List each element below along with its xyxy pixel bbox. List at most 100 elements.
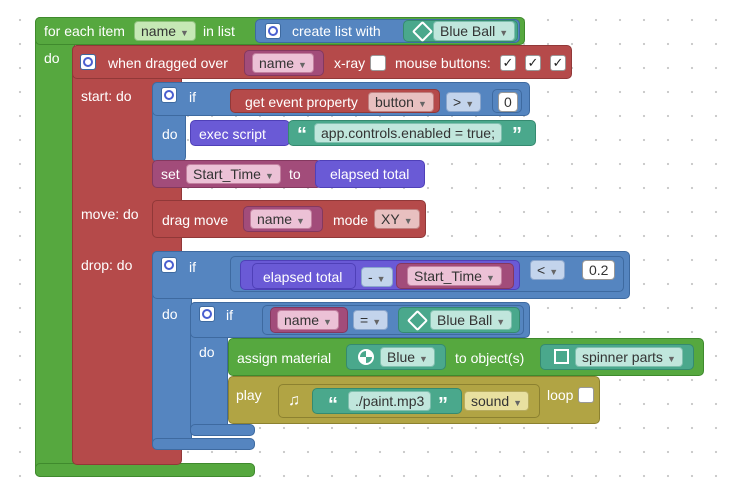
inner-object-dropdown[interactable]: Blue Ball▼: [430, 310, 513, 330]
gear-icon[interactable]: [199, 306, 215, 322]
start-compare-dropdown[interactable]: >▼: [446, 92, 482, 112]
mode-value: XY: [381, 211, 400, 227]
chevron-down-icon: ▼: [513, 398, 523, 408]
loop-label: loop: [547, 387, 574, 403]
start-time-value: Start_Time: [414, 268, 482, 284]
drag-move-label: drag move: [162, 212, 229, 228]
mouse-buttons-label: mouse buttons:: [395, 55, 491, 71]
create-list-label: create list with: [292, 23, 381, 39]
elapsed-total-block[interactable]: [315, 160, 425, 188]
gear-icon[interactable]: [80, 54, 96, 70]
drop-compare-dropdown[interactable]: <▼: [530, 260, 566, 280]
chevron-down-icon: ▼: [180, 28, 189, 38]
mouse-button-3-checkbox[interactable]: ✓: [550, 55, 566, 71]
chevron-down-icon: ▼: [496, 317, 506, 327]
inner-if-label: if: [226, 307, 233, 323]
mode-dropdown[interactable]: XY▼: [374, 209, 420, 229]
start-time-dropdown[interactable]: Start_Time▼: [407, 266, 502, 286]
threshold-field[interactable]: 0.2: [582, 260, 616, 280]
chevron-down-icon: ▼: [264, 171, 274, 181]
drop-elapsed-total-label: elapsed total: [263, 269, 343, 285]
to-objects-label: to object(s): [455, 350, 525, 366]
object-dropdown[interactable]: Blue Ball▼: [433, 21, 516, 41]
material-value: Blue: [387, 349, 416, 365]
drop-if-footer: [152, 438, 255, 450]
assign-material-label: assign material: [237, 350, 332, 366]
mode-label: mode: [333, 212, 369, 228]
script-text-field[interactable]: app.controls.enabled = true;: [314, 123, 502, 143]
inner-do-label: do: [199, 344, 215, 360]
for-each-label: for each item: [44, 23, 125, 39]
drop-compare-op: <: [537, 262, 546, 278]
subtract-op-dropdown[interactable]: -▼: [361, 267, 393, 287]
set-variable-dropdown[interactable]: Start_Time▼: [186, 164, 281, 184]
drag-event-label: when dragged over: [108, 55, 228, 71]
chevron-down-icon: ▼: [465, 99, 475, 109]
chevron-down-icon: ▼: [419, 354, 428, 364]
start-value-field[interactable]: 0: [498, 92, 518, 112]
open-quote-icon: “: [297, 124, 307, 146]
for-each-footer: [35, 463, 255, 477]
chevron-down-icon: ▼: [298, 60, 307, 70]
inner-name-dropdown[interactable]: name▼: [277, 310, 339, 330]
mouse-button-1-checkbox[interactable]: ✓: [500, 55, 516, 71]
drag-target-value: name: [259, 55, 295, 71]
close-quote-icon: ”: [438, 394, 448, 416]
to-label: to: [289, 166, 301, 182]
drop-if-label: if: [189, 259, 196, 275]
objects-dropdown[interactable]: spinner parts▼: [575, 347, 683, 367]
drag-target-dropdown[interactable]: name▼: [252, 53, 314, 73]
material-dropdown[interactable]: Blue▼: [380, 347, 435, 367]
start-compare-op: >: [453, 94, 462, 110]
chevron-down-icon: ▼: [417, 99, 427, 109]
play-label: play: [236, 387, 262, 403]
xray-checkbox[interactable]: [370, 55, 386, 71]
subtract-op-value: -: [368, 269, 373, 285]
drop-label: drop: do: [81, 257, 133, 273]
drag-move-target-value: name: [257, 211, 293, 227]
chevron-down-icon: ▼: [666, 354, 676, 364]
sound-type-value: sound: [471, 393, 510, 409]
sound-file-field[interactable]: ./paint.mp3: [348, 391, 432, 411]
exec-script-label: exec script: [199, 126, 266, 142]
open-quote-icon: “: [328, 394, 338, 416]
set-variable-value: Start_Time: [193, 166, 261, 182]
inner-name-value: name: [284, 312, 320, 328]
start-do-label: do: [162, 126, 178, 142]
start-label: start: do: [81, 88, 132, 104]
drop-elapsed-total-block[interactable]: [252, 263, 356, 289]
set-label: set: [161, 166, 180, 182]
start-if-label: if: [189, 89, 196, 105]
xray-label: x-ray: [334, 55, 366, 71]
gear-icon[interactable]: [265, 23, 281, 39]
drag-move-target-dropdown[interactable]: name▼: [250, 209, 312, 229]
gear-icon[interactable]: [161, 87, 177, 103]
sound-type-dropdown[interactable]: sound▼: [464, 391, 530, 411]
in-list-label: in list: [203, 23, 235, 39]
drop-do-label: do: [162, 306, 178, 322]
chevron-down-icon: ▼: [403, 216, 413, 226]
move-label: move: do: [81, 206, 139, 222]
chevron-down-icon: ▼: [549, 267, 559, 277]
chevron-down-icon: ▼: [296, 216, 305, 226]
chevron-down-icon: ▼: [372, 317, 382, 327]
inner-if-footer: [190, 424, 255, 436]
object-value: Blue Ball: [440, 23, 496, 39]
chevron-down-icon: ▼: [323, 317, 332, 327]
event-property-value: button: [375, 94, 414, 110]
chevron-down-icon: ▼: [499, 28, 509, 38]
chevron-down-icon: ▼: [485, 273, 495, 283]
exec-script-block[interactable]: [190, 120, 290, 146]
do-label: do: [44, 50, 60, 66]
gear-icon[interactable]: [161, 257, 177, 273]
music-note-icon: ♫: [288, 392, 300, 409]
get-event-property-label: get event property: [245, 94, 358, 110]
equals-op-dropdown[interactable]: =▼: [353, 310, 389, 330]
mouse-button-2-checkbox[interactable]: ✓: [525, 55, 541, 71]
elapsed-total-label: elapsed total: [330, 166, 410, 182]
event-property-dropdown[interactable]: button▼: [368, 92, 434, 112]
loop-variable-dropdown[interactable]: name▼: [134, 21, 196, 41]
for-each-block[interactable]: [35, 17, 75, 477]
chevron-down-icon: ▼: [376, 274, 386, 284]
loop-checkbox[interactable]: [578, 387, 594, 403]
